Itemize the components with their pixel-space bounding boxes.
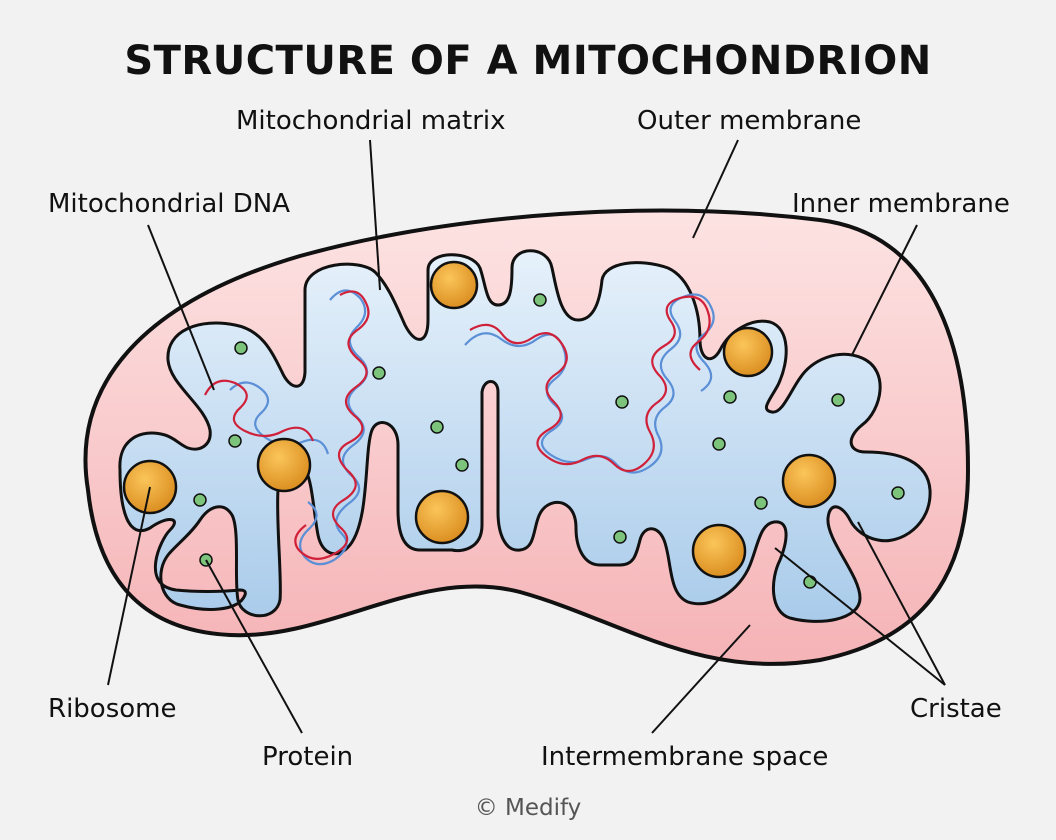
label-mitochondrial-matrix: Mitochondrial matrix: [236, 106, 506, 136]
credit-text: © Medify: [474, 795, 582, 821]
protein-icon: [193, 293, 905, 589]
leader-lines: [107, 139, 946, 734]
dna-strand-icon: [204, 289, 715, 566]
label-outer-membrane: Outer membrane: [637, 106, 862, 136]
ribosome-icon: [122, 260, 837, 579]
label-mitochondrial-dna: Mitochondrial DNA: [48, 189, 291, 219]
label-inner-membrane: Inner membrane: [792, 189, 1010, 219]
label-protein: Protein: [262, 742, 354, 772]
label-ribosome: Ribosome: [48, 694, 177, 724]
page-title: STRUCTURE OF A MITOCHONDRION: [124, 38, 932, 84]
label-cristae: Cristae: [910, 694, 1002, 724]
label-intermembrane-space: Intermembrane space: [541, 742, 829, 772]
